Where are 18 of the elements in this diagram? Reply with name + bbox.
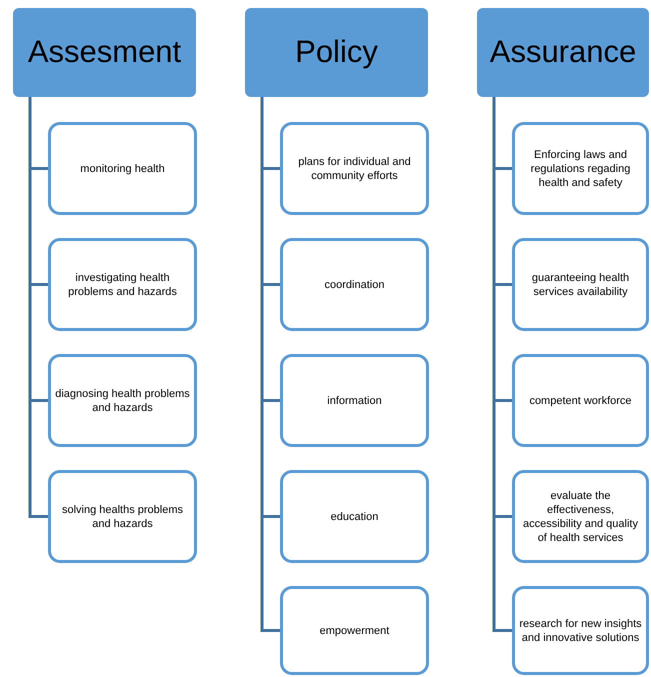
item-box: information — [280, 354, 429, 447]
item-box: guaranteeing health services availability — [512, 238, 649, 331]
item-box: competent workforce — [512, 354, 649, 447]
item-box: coordination — [280, 238, 429, 331]
header-box: Assesment — [13, 8, 196, 97]
item-box: diagnosing health problems and hazards — [48, 354, 197, 447]
item-box: Enforcing laws and regulations regading health and safety — [512, 122, 649, 215]
item-box: plans for individual and community efforts — [280, 122, 429, 215]
item-box: evaluate the effectiveness, accessibility and quality of health services — [512, 470, 649, 563]
header-box: Policy — [245, 8, 428, 97]
item-box: solving healths problems and hazards — [48, 470, 197, 563]
header-box: Assurance — [477, 8, 649, 97]
item-box: monitoring health — [48, 122, 197, 215]
item-box: empowerment — [280, 586, 429, 675]
item-box: education — [280, 470, 429, 563]
item-box: research for new insights and innovative solutions — [512, 586, 649, 675]
connector-line — [28, 97, 48, 518]
item-box: investigating health problems and hazards — [48, 238, 197, 331]
